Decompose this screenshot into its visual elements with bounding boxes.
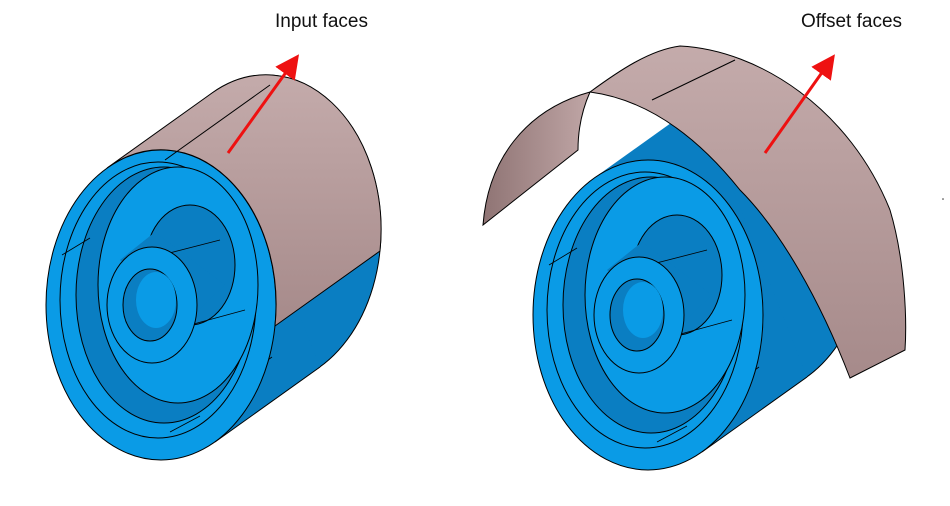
offset-faces-arrow [763,54,835,154]
input-faces-label: Input faces [275,11,368,32]
offset-faces-curl [482,91,591,227]
offset-faces-label: Offset faces [801,11,903,32]
input-model [45,54,382,461]
input-faces-arrow [226,54,300,154]
offset-model [482,45,944,471]
offset-faces-surface [588,45,907,379]
